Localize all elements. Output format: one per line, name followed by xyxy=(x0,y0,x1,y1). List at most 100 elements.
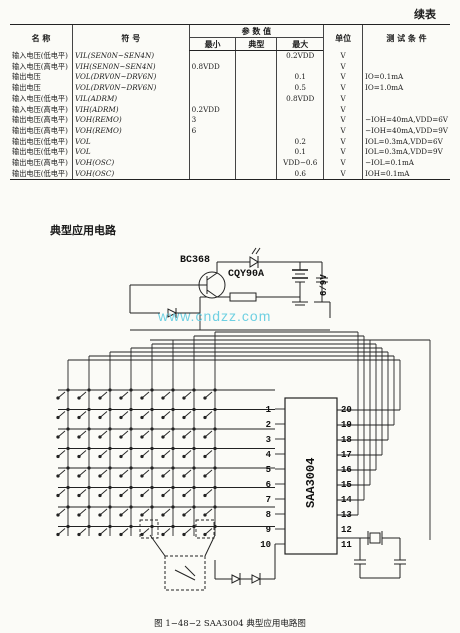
key-switch xyxy=(203,388,217,400)
key-switch xyxy=(182,505,196,517)
cell-cond: −IOH=40mA,VDD=6V xyxy=(362,115,450,126)
cell-symbol: VOL(DRV0N~DRV6N) xyxy=(71,83,190,94)
cell-max: 0.2 xyxy=(276,136,324,148)
key-switch xyxy=(140,485,154,498)
key-switch xyxy=(119,427,133,439)
pin-right-label: 16 xyxy=(341,465,352,475)
cell-unit: V xyxy=(323,168,363,181)
cell-min xyxy=(188,93,236,105)
cell-min: 0.8VDD xyxy=(188,61,236,73)
key-switch xyxy=(182,446,196,459)
cell-unit: V xyxy=(323,61,363,73)
key-switch xyxy=(98,505,112,517)
cell-typ xyxy=(235,147,277,159)
key-switch xyxy=(203,505,217,517)
continued-table-note: 续表 xyxy=(414,8,436,21)
key-switch xyxy=(119,505,133,517)
cell-symbol: VOL xyxy=(71,147,190,159)
cell-symbol: VIL(ADRM) xyxy=(71,93,190,105)
key-switch xyxy=(140,505,154,517)
key-switch xyxy=(161,407,175,420)
cell-unit: V xyxy=(323,115,363,126)
cell-min xyxy=(188,50,236,62)
key-switch xyxy=(77,505,91,517)
key-switch xyxy=(161,505,175,517)
key-switch xyxy=(77,407,91,420)
cell-max: 0.2VDD xyxy=(276,50,324,62)
cell-typ xyxy=(235,83,277,94)
cell-symbol: VOH(REMO) xyxy=(71,125,190,137)
cell-unit: V xyxy=(323,104,363,116)
cell-unit: V xyxy=(323,72,363,84)
cell-max: 0.1 xyxy=(276,147,324,159)
cell-min xyxy=(188,72,236,84)
header-values: 参 数 值 xyxy=(188,24,324,38)
key-switch xyxy=(119,407,133,420)
cell-unit: V xyxy=(323,93,363,105)
cell-min: 0.2VDD xyxy=(188,104,236,116)
pin-left-label: 3 xyxy=(266,435,271,445)
cell-typ xyxy=(235,125,277,137)
cell-name: 输出电压(高电平) xyxy=(12,125,68,135)
cell-min: 3 xyxy=(188,115,236,126)
cell-name: 输入电压(高电平) xyxy=(12,104,68,114)
header-typ: 典型 xyxy=(235,37,277,51)
cell-max xyxy=(276,115,324,126)
key-switch xyxy=(77,446,91,459)
key-switch xyxy=(140,407,154,420)
cell-cond: IOL=0.3mA,VDD=9V xyxy=(362,147,450,159)
cell-name: 输出电压(高电平) xyxy=(12,115,68,125)
key-switch xyxy=(203,446,217,459)
cell-max xyxy=(276,104,324,116)
key-switch xyxy=(182,407,196,420)
figure-caption: 图 1−48−2 SAA3004 典型应用电路图 xyxy=(154,619,306,629)
pin-left-label: 4 xyxy=(266,450,272,460)
cell-cond: IO=0.1mA xyxy=(362,72,450,84)
pin-left-label: 9 xyxy=(266,525,271,535)
wiring xyxy=(68,313,431,540)
cell-typ xyxy=(235,93,277,105)
supply-label: 6/9V xyxy=(319,274,329,296)
cell-max: 0.5 xyxy=(276,83,324,94)
cell-symbol: VIH(ADRM) xyxy=(71,104,190,116)
cell-name: 输出电压(低电平) xyxy=(12,136,68,146)
key-switch xyxy=(98,388,112,400)
key-switch xyxy=(182,427,196,439)
cell-unit: V xyxy=(323,136,363,148)
cell-typ xyxy=(235,61,277,73)
pin-right-label: 11 xyxy=(341,540,352,550)
cell-max: 0.1 xyxy=(276,72,324,84)
key-switch xyxy=(140,466,154,478)
header-symbol: 符 号 xyxy=(71,24,190,51)
cell-min xyxy=(188,147,236,159)
pin-left-label: 5 xyxy=(266,465,271,475)
cell-min xyxy=(188,83,236,94)
cell-cond: −IOL=0.1mA xyxy=(362,158,450,169)
key-switch xyxy=(203,427,217,439)
option-link xyxy=(139,519,159,539)
led-label: CQY90A xyxy=(228,269,264,280)
key-switch xyxy=(161,427,175,439)
key-switch xyxy=(56,466,70,478)
section-title: 典型应用电路 xyxy=(50,224,116,237)
key-switch xyxy=(203,407,217,420)
key-switch xyxy=(140,427,154,439)
cell-typ xyxy=(235,168,277,181)
key-switch xyxy=(161,446,175,459)
pin-right-label: 18 xyxy=(341,435,352,445)
key-switch xyxy=(119,446,133,459)
cell-cond xyxy=(362,104,450,116)
key-switch xyxy=(98,407,112,420)
watermark: www.cndzz.com xyxy=(158,308,272,324)
cell-cond: IOH=0.1mA xyxy=(362,168,450,181)
parameter-table: 名 称 符 号 参 数 值 单位 测 试 条 件 最小 典型 最大 输入电压(低… xyxy=(10,24,450,181)
transistor-label: BC368 xyxy=(180,255,210,266)
cell-name: 输出电压(高电平) xyxy=(12,158,68,168)
